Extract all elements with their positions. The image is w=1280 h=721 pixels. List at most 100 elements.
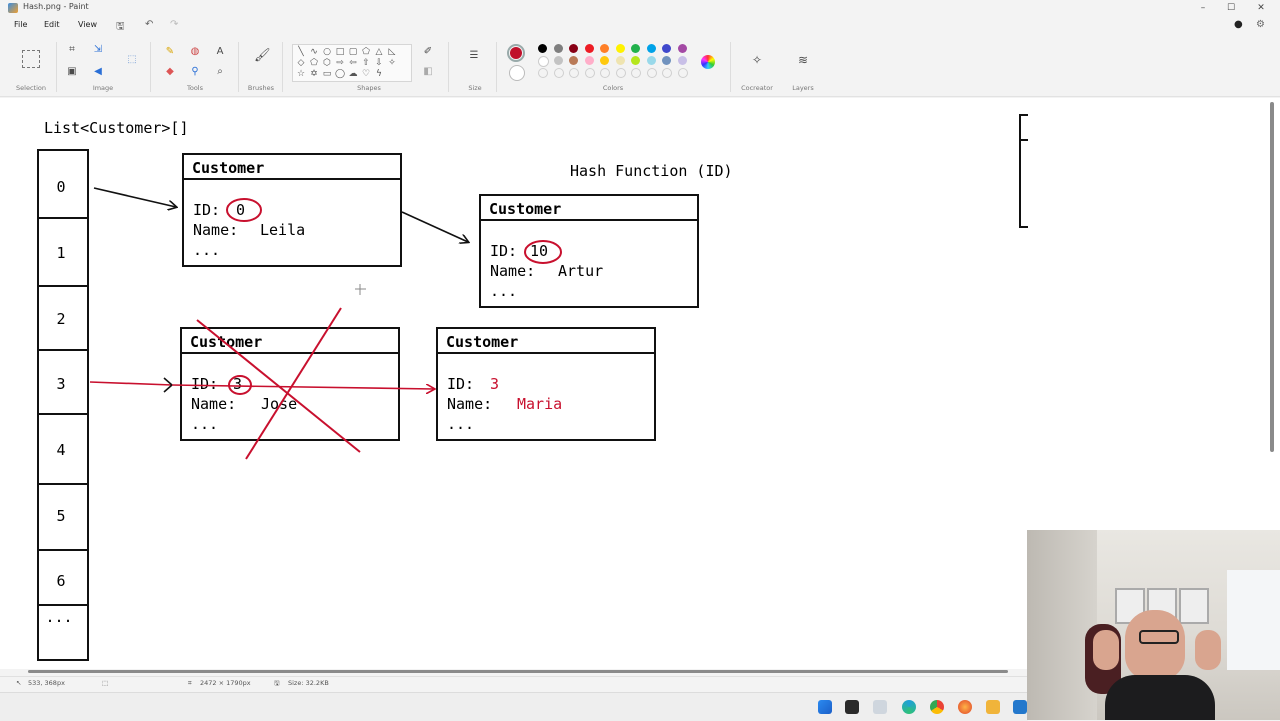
menu-file[interactable]: File (14, 20, 28, 29)
rounded-rect-shape-icon[interactable]: ▢ (348, 47, 358, 57)
triangle-shape-icon[interactable]: △ (375, 47, 383, 57)
custom-color-slot[interactable] (662, 68, 672, 78)
color-swatch[interactable] (631, 44, 640, 53)
edit-colors-icon[interactable] (701, 55, 715, 69)
select-image-icon[interactable]: ⬚ (127, 54, 137, 65)
heart-shape-icon[interactable]: ♡ (361, 69, 371, 79)
custom-color-slot[interactable] (677, 68, 688, 78)
selection-tool-icon[interactable] (22, 50, 40, 68)
menu-view[interactable]: View (78, 20, 97, 29)
custom-color-slot[interactable] (615, 68, 626, 78)
webcam-person-head (1125, 610, 1185, 680)
menu-edit[interactable]: Edit (44, 20, 60, 29)
resize-icon[interactable]: ⇲ (93, 44, 103, 55)
color-swatch[interactable] (538, 44, 547, 53)
magnifier-icon[interactable]: ⌕ (217, 66, 223, 77)
firefox-browser-icon[interactable] (958, 700, 972, 714)
eraser-icon[interactable]: ◆ (166, 66, 174, 77)
color-swatch[interactable] (538, 56, 549, 67)
secondary-color-swatch[interactable] (509, 65, 525, 81)
color-swatch[interactable] (646, 56, 656, 65)
color-swatch[interactable] (600, 56, 609, 65)
brush-icon[interactable]: 🖌 (254, 48, 271, 63)
custom-color-slot[interactable] (646, 68, 657, 78)
color-swatch[interactable] (677, 56, 687, 65)
callout-cloud-shape-icon[interactable]: ☁ (348, 69, 358, 79)
callout-rect-shape-icon[interactable]: ▭ (322, 69, 332, 79)
custom-color-slot[interactable] (631, 68, 641, 78)
edge-browser-icon[interactable] (902, 700, 916, 714)
pencil-icon[interactable]: ✎ (165, 46, 175, 57)
diamond-shape-icon[interactable]: ◇ (297, 58, 305, 68)
chrome-browser-icon[interactable] (930, 700, 944, 714)
color-swatch[interactable] (569, 56, 578, 65)
stroke-size-icon[interactable]: ☰ (469, 50, 479, 61)
right-arrow-shape-icon[interactable]: ⇨ (336, 58, 344, 68)
shapes-gallery[interactable]: ╲ ∿ ○ □ ▢ ⬠ △ ◺ ◇ ⬠ ⬡ ⇨ ⇦ ⇧ ⇩ ✧ ☆ ✡ ▭ ◯ … (292, 44, 412, 82)
widgets-icon[interactable] (873, 700, 887, 714)
horizontal-scrollbar[interactable] (28, 670, 1008, 673)
color-picker-icon[interactable]: ⚲ (191, 66, 199, 77)
shape-outline-icon[interactable]: ✐ (423, 46, 433, 57)
drawing-canvas[interactable]: List<Customer>[] Hash Function (ID) 0 1 … (0, 98, 1028, 670)
color-swatch[interactable] (615, 56, 625, 65)
save-icon[interactable]: 🖫 (116, 21, 125, 32)
crop-icon[interactable]: ⌗ (69, 44, 75, 55)
rotate-icon[interactable]: ◀ (94, 66, 102, 77)
close-button[interactable]: ✕ (1257, 3, 1265, 13)
four-point-star-shape-icon[interactable]: ✧ (388, 58, 396, 68)
minimize-button[interactable]: – (1200, 3, 1206, 13)
profile-icon[interactable]: ● (1234, 19, 1243, 30)
fill-bucket-icon[interactable]: ◍ (190, 46, 200, 57)
right-triangle-shape-icon[interactable]: ◺ (388, 47, 396, 57)
hexagon-shape-icon[interactable]: ⬡ (323, 58, 331, 68)
color-swatch[interactable] (662, 44, 671, 53)
color-swatch[interactable] (615, 44, 625, 53)
image-options-icon[interactable]: ▣ (67, 66, 77, 77)
layers-icon[interactable]: ≋ (797, 53, 809, 67)
settings-gear-icon[interactable]: ⚙ (1256, 19, 1265, 30)
color-swatch[interactable] (569, 44, 578, 53)
color-swatch[interactable] (553, 44, 563, 53)
color-swatch[interactable] (600, 44, 609, 53)
color-swatch[interactable] (662, 56, 671, 65)
color-swatch[interactable] (584, 44, 594, 53)
six-point-star-shape-icon[interactable]: ✡ (310, 69, 318, 79)
color-swatch[interactable] (584, 56, 594, 65)
pentagon-shape-icon[interactable]: ⬠ (310, 58, 318, 68)
text-tool-icon[interactable]: A (216, 46, 224, 57)
curve-shape-icon[interactable]: ∿ (310, 47, 318, 57)
webcam-door (1027, 530, 1097, 720)
oval-shape-icon[interactable]: ○ (323, 47, 331, 57)
color-swatch[interactable] (631, 56, 640, 65)
down-arrow-shape-icon[interactable]: ⇩ (375, 58, 383, 68)
left-arrow-shape-icon[interactable]: ⇦ (349, 58, 357, 68)
color-swatch[interactable] (646, 44, 656, 53)
shape-fill-icon[interactable]: ◧ (423, 66, 433, 77)
maximize-button[interactable]: ☐ (1226, 3, 1236, 13)
cocreator-icon[interactable]: ✧ (751, 53, 763, 67)
custom-color-slot[interactable] (553, 68, 564, 78)
redo-icon[interactable]: ↷ (170, 19, 179, 30)
color-swatch[interactable] (677, 44, 687, 53)
lightning-shape-icon[interactable]: ϟ (376, 69, 382, 79)
vertical-scrollbar[interactable] (1270, 102, 1274, 452)
callout-oval-shape-icon[interactable]: ◯ (335, 69, 346, 79)
start-menu-icon[interactable] (818, 700, 832, 714)
undo-icon[interactable]: ↶ (145, 19, 154, 30)
file-explorer-icon[interactable] (986, 700, 1000, 714)
custom-color-slot[interactable] (569, 68, 579, 78)
line-shape-icon[interactable]: ╲ (298, 47, 304, 57)
custom-color-slot[interactable] (584, 68, 595, 78)
menu-bar: File Edit View 🖫 ↶ ↷ ● ⚙ (0, 16, 1280, 36)
custom-color-slot[interactable] (538, 68, 548, 78)
rectangle-shape-icon[interactable]: □ (335, 47, 345, 57)
up-arrow-shape-icon[interactable]: ⇧ (362, 58, 370, 68)
polygon-shape-icon[interactable]: ⬠ (362, 47, 370, 57)
five-point-star-shape-icon[interactable]: ☆ (296, 69, 306, 79)
task-view-icon[interactable] (845, 700, 859, 714)
color-swatch[interactable] (553, 56, 563, 65)
custom-color-slot[interactable] (600, 68, 610, 78)
vscode-icon[interactable] (1013, 700, 1027, 714)
primary-color-swatch[interactable] (507, 44, 525, 62)
